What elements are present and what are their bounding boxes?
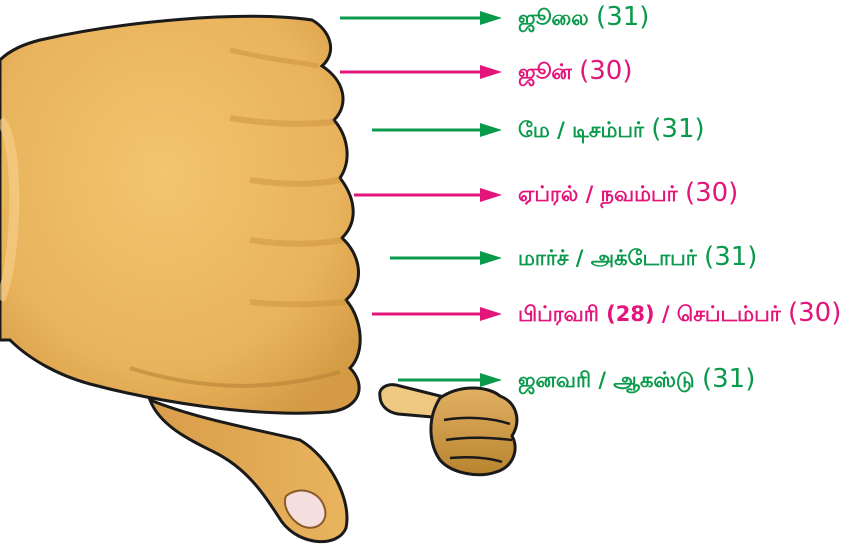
month-days-count: (31) <box>704 242 757 272</box>
arrow-head-icon-1 <box>480 11 502 25</box>
arrow-head-icon-2 <box>480 65 502 79</box>
arrow-head-icon-5 <box>480 251 502 265</box>
month-label-1: ஜூலை (31) <box>518 4 649 30</box>
arrow-head-icon-6 <box>480 307 502 321</box>
month-days-count: (31) <box>651 114 704 144</box>
month-label-text: மே / டிசம்பர் <box>518 118 644 142</box>
month-days-count: (30) <box>685 178 738 208</box>
month-days-count: (30) <box>788 298 841 328</box>
month-label-3: மே / டிசம்பர் (31) <box>518 116 705 142</box>
month-label-7: ஜனவரி / ஆகஸ்டு (31) <box>518 366 755 392</box>
pointing-hand-icon <box>380 385 517 475</box>
arrow-head-icon-4 <box>480 188 502 202</box>
month-label-text: ஜனவரி / ஆகஸ்டு <box>518 368 695 392</box>
month-days-count: (31) <box>596 2 649 32</box>
arrow-head-icon-3 <box>480 123 502 137</box>
month-label-text: ஜூலை <box>518 6 589 30</box>
thumb-icon <box>150 400 347 542</box>
month-label-text: ஏப்ரல் / நவம்பர் <box>518 182 678 206</box>
month-label-2: ஜூன் (30) <box>518 58 632 84</box>
month-label-4: ஏப்ரல் / நவம்பர் (30) <box>518 180 738 206</box>
month-days-count: (31) <box>702 364 755 394</box>
arrows-group <box>340 11 502 387</box>
month-label-5: மார்ச் / அக்டோபர் (31) <box>518 244 757 270</box>
month-days-count: (30) <box>579 56 632 86</box>
arrow-head-icon-7 <box>480 373 502 387</box>
fist-icon <box>0 16 360 413</box>
month-label-6: பிப்ரவரி (28) / செப்டம்பர் (30) <box>518 300 841 326</box>
month-label-text: ஜூன் <box>518 60 572 84</box>
month-label-text: மார்ச் / அக்டோபர் <box>518 246 697 270</box>
month-label-text: பிப்ரவரி (28) / செப்டம்பர் <box>518 302 781 326</box>
